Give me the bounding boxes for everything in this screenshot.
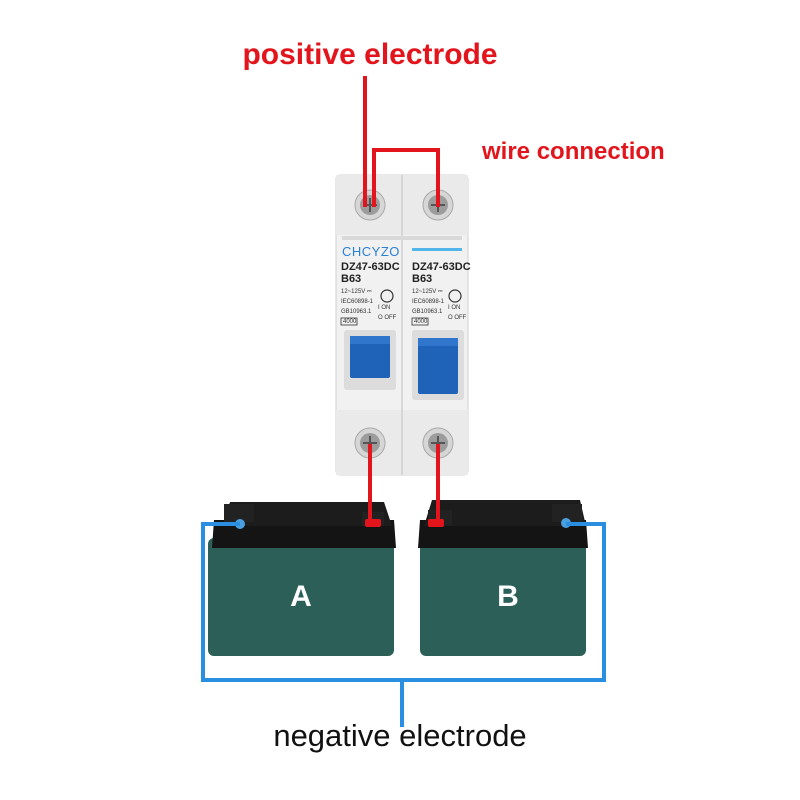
toggle-switch-right [418, 338, 458, 394]
battery-b [418, 500, 588, 656]
breaker-off-right: O OFF [448, 315, 467, 321]
breaker-voltage-right: 12~125V ⎓ [412, 289, 443, 295]
breaker-standard2-left: GB10963.1 [341, 309, 372, 315]
breaker-on-right: I ON [448, 305, 461, 311]
negative-electrode-label: negative electrode [273, 718, 527, 753]
battery-a-positive-terminal [365, 519, 381, 527]
breaker-voltage-left: 12~125V ⎓ [341, 289, 372, 295]
circuit-breaker [335, 174, 469, 476]
ccc-mark-right [448, 289, 462, 303]
breaker-model-left: DZ47-63DC [341, 261, 400, 273]
breaker-brand: CHCYZO [342, 244, 400, 259]
breaker-rating-left: B63 [341, 273, 362, 285]
breaker-on-left: I ON [378, 305, 391, 311]
breaker-standard1-right: IEC60898-1 [412, 299, 445, 305]
battery-a-label: A [290, 580, 312, 613]
breaker-code-right: 4000 [414, 319, 428, 325]
negative-wiring [201, 522, 606, 727]
toggle-switch-left [350, 336, 390, 378]
battery-b-label: B [497, 580, 519, 613]
breaker-off-left: O OFF [378, 315, 397, 321]
breaker-standard1-left: IEC60898-1 [341, 299, 374, 305]
ccc-mark-left [380, 289, 394, 303]
positive-electrode-label: positive electrode [242, 38, 498, 71]
top-terminal-left [354, 189, 386, 221]
breaker-code-left: 4000 [343, 319, 357, 325]
breaker-standard2-right: GB10963.1 [412, 309, 443, 315]
positive-wiring [363, 76, 440, 522]
breaker-model-right: DZ47-63DC [412, 261, 471, 273]
wire-connection-label: wire connection [482, 138, 665, 165]
battery-a [208, 502, 396, 656]
breaker-rating-right: B63 [412, 273, 433, 285]
